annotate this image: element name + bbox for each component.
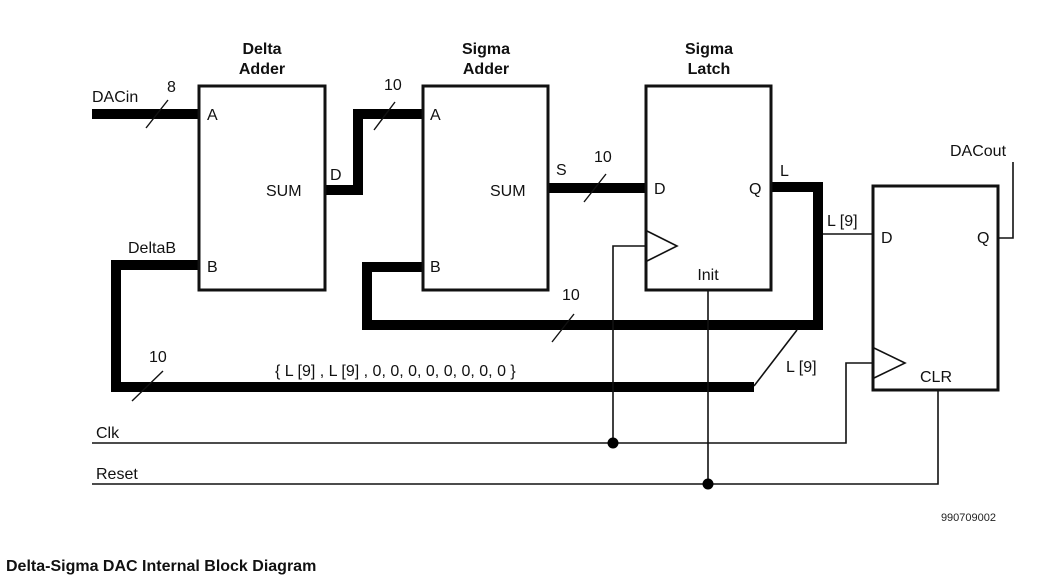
output-flipflop-block: D Q CLR [871, 184, 1000, 392]
feedback-width-tick [551, 313, 575, 343]
delta-adder-title-2: Adder [239, 61, 285, 78]
reset-wire [92, 390, 939, 485]
reset-label: Reset [96, 466, 138, 483]
l9-tap-wire [753, 329, 798, 387]
sigma-adder-title-2: Adder [463, 61, 509, 78]
delta-adder-port-sum: SUM [266, 183, 302, 200]
sigma-latch-port-q: Q [749, 181, 761, 198]
sigma-latch-block: Sigma Latch D Q Init [644, 41, 773, 292]
delta-adder-block: Delta Adder A B SUM [197, 41, 327, 292]
deltab-bus [111, 260, 754, 392]
sigma-adder-port-sum: SUM [490, 183, 526, 200]
s-width-tick [583, 173, 607, 203]
sigma-latch-port-init: Init [697, 267, 719, 284]
clk-wire [92, 362, 873, 444]
sigma-adder-port-a: A [430, 107, 441, 124]
delta-adder-port-a: A [207, 107, 218, 124]
sigma-adder-port-b: B [430, 259, 441, 276]
dacout-wire [998, 162, 1014, 239]
dacout-label: DACout [950, 143, 1007, 160]
clk-to-latch-wire [612, 245, 646, 443]
l9-to-ff-label: L [9] [827, 213, 858, 230]
dacin-width-label: 8 [167, 79, 176, 96]
clk-junction-dot [607, 437, 619, 449]
s-net-label: S [556, 162, 567, 179]
output-ff-port-d: D [881, 230, 893, 247]
sigma-latch-title-1: Sigma [685, 41, 733, 58]
l-feedback-bus [362, 182, 823, 330]
d-net-label: D [330, 167, 342, 184]
d-width-label: 10 [384, 77, 402, 94]
dacin-label: DACin [92, 89, 138, 106]
d-bus [325, 109, 423, 195]
figure-caption: Delta-Sigma DAC Internal Block Diagram [6, 558, 316, 575]
output-ff-port-clr: CLR [920, 369, 952, 386]
dacin-width-tick [145, 99, 169, 129]
reset-junction-dot [702, 478, 714, 490]
feedback-width-label: 10 [562, 287, 580, 304]
figure-id: 990709002 [941, 512, 996, 524]
deltab-width-label: 10 [149, 349, 167, 366]
d-width-tick [373, 101, 396, 131]
output-ff-port-q: Q [977, 230, 989, 247]
l9-feedback-label: L [9] [786, 359, 817, 376]
sigma-latch-port-d: D [654, 181, 666, 198]
delta-adder-port-b: B [207, 259, 218, 276]
deltab-width-tick [131, 370, 164, 402]
sigma-latch-title-2: Latch [688, 61, 731, 78]
s-width-label: 10 [594, 149, 612, 166]
deltab-label: DeltaB [128, 240, 176, 257]
clk-label: Clk [96, 425, 120, 442]
clock-triangle-icon [873, 347, 907, 379]
clock-triangle-icon [646, 230, 679, 262]
delta-adder-title-1: Delta [242, 41, 281, 58]
l-net-label: L [780, 163, 789, 180]
sigma-adder-title-1: Sigma [462, 41, 510, 58]
deltab-value-label: { L [9] , L [9] , 0, 0, 0, 0, 0, 0, 0, 0… [275, 363, 516, 380]
sigma-adder-block: Sigma Adder A B SUM [421, 41, 550, 292]
